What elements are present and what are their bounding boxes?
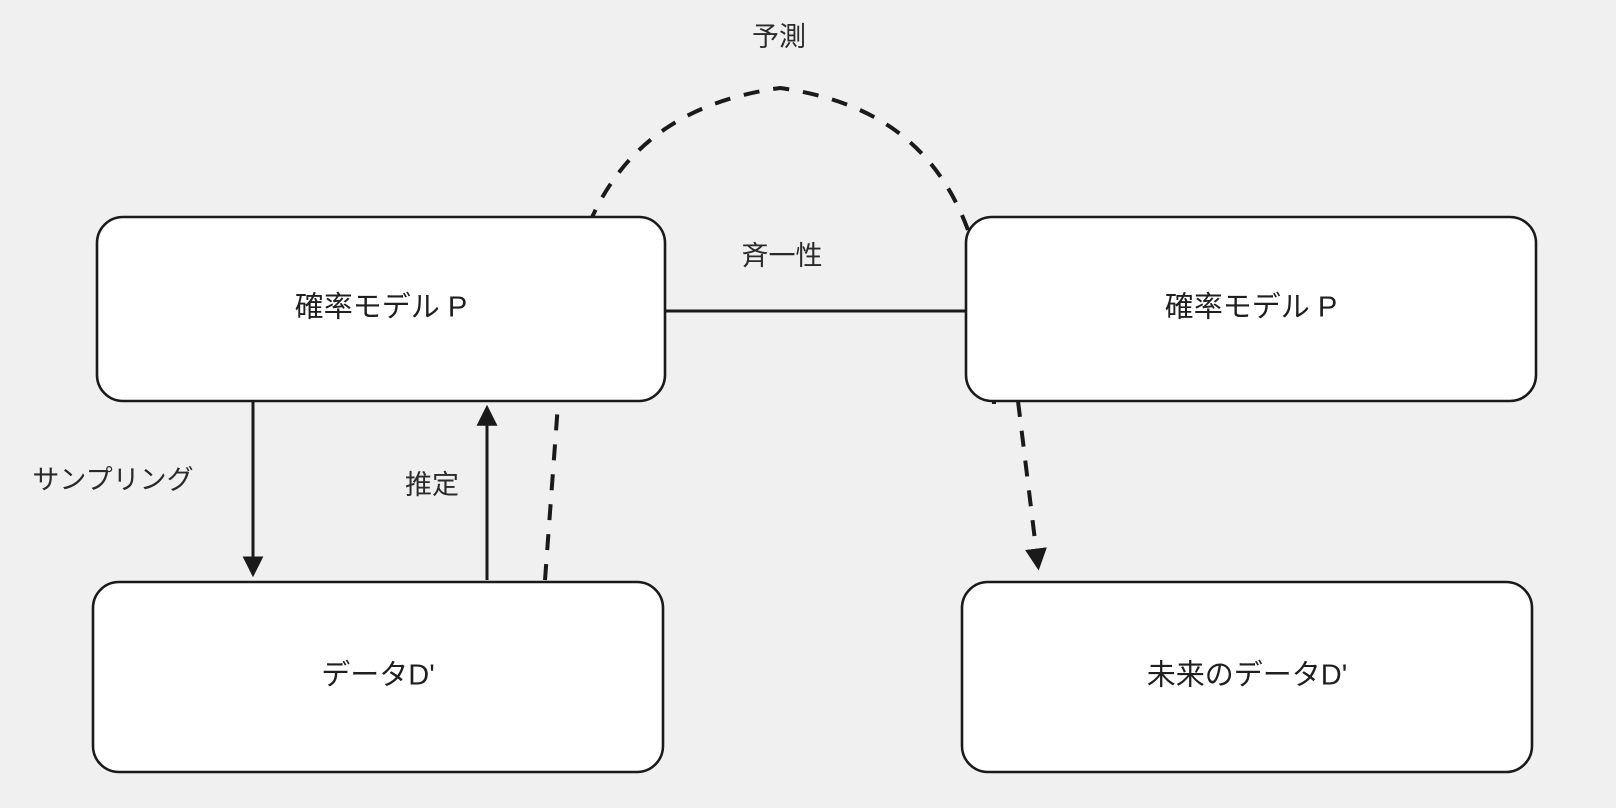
node-data-left-shape[interactable] — [91, 580, 665, 774]
edge-estimation-arrow: 推定 — [405, 404, 498, 580]
node-model-left-shape[interactable] — [95, 215, 667, 403]
node-model-left[interactable]: 確率モデル P — [95, 215, 667, 403]
node-model-right-shape[interactable] — [964, 215, 1538, 403]
node-model-left-label: 確率モデル P — [295, 291, 467, 324]
node-model-right[interactable]: 確率モデル P — [964, 215, 1538, 403]
future-sampling-arrow-path — [1016, 400, 1047, 571]
node-data-left[interactable]: データD' — [91, 580, 665, 774]
edge-future-sampling-arrow — [1016, 400, 1047, 571]
node-data-left-label: データD' — [321, 659, 434, 692]
edge-label-estimation: 推定 — [405, 470, 459, 500]
node-model-right-label: 確率モデル P — [1165, 291, 1337, 324]
edge-label-uniformity: 斉一性 — [742, 241, 823, 271]
edge-label-sampling: サンプリング — [32, 465, 193, 495]
edge-uniformity-link: 斉一性 — [664, 241, 968, 313]
node-data-right-label: 未来のデータD' — [1147, 659, 1347, 692]
edge-label-prediction: 予測 — [752, 22, 806, 52]
edge-sampling-arrow: サンプリング — [32, 401, 264, 578]
node-data-right[interactable]: 未来のデータD' — [960, 580, 1534, 774]
node-data-right-shape[interactable] — [960, 580, 1534, 774]
